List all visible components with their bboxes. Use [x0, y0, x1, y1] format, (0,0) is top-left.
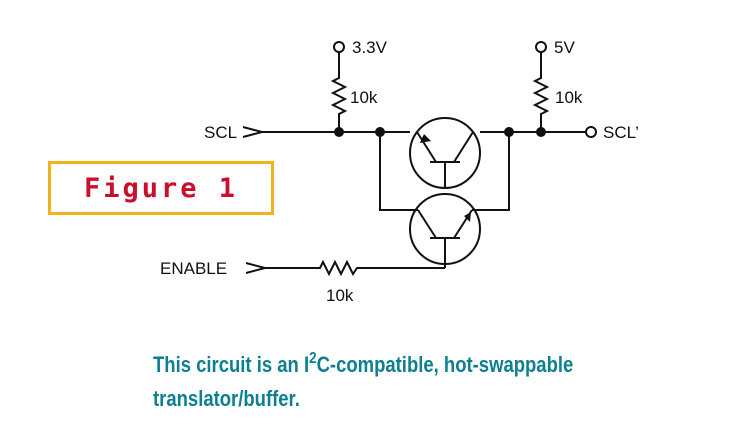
supply-terminal-5v [535, 41, 547, 53]
resistor-label-left: 10k [350, 88, 378, 107]
resistor-label-enable: 10k [326, 286, 354, 305]
supply-label-5v: 5V [554, 38, 575, 57]
pullup-resistor-left [330, 52, 348, 132]
caption-superscript: 2 [309, 350, 317, 367]
supply-terminal-3v3 [333, 41, 345, 53]
supply-label-3v3: 3.3V [352, 38, 388, 57]
caption-text-part1: This circuit is an I [153, 352, 310, 377]
cross-wire-left [379, 132, 418, 211]
caption-line2: translator/buffer. [153, 386, 300, 411]
enable-label: ENABLE [160, 259, 227, 278]
resistor-label-right: 10k [555, 88, 583, 107]
enable-resistor [265, 259, 445, 277]
scl-input-label: SCL [204, 123, 237, 142]
cross-wire-right [472, 132, 510, 211]
caption-text-part2: C-compatible, hot-swappable [316, 352, 574, 377]
transistor-bottom [409, 193, 481, 268]
junction-node [536, 127, 546, 137]
figure-caption: This circuit is an I2C-compatible, hot-s… [153, 348, 623, 416]
scl-output-label: SCL’ [603, 123, 639, 142]
pullup-resistor-right [532, 52, 550, 132]
figure-label-box: Figure 1 [48, 161, 274, 215]
scl-output-terminal [585, 126, 597, 138]
figure-label: Figure 1 [83, 172, 239, 204]
enable-input-arrow [245, 262, 269, 274]
transistor-top [409, 117, 481, 189]
scl-input-arrow [242, 126, 266, 138]
junction-node [334, 127, 344, 137]
